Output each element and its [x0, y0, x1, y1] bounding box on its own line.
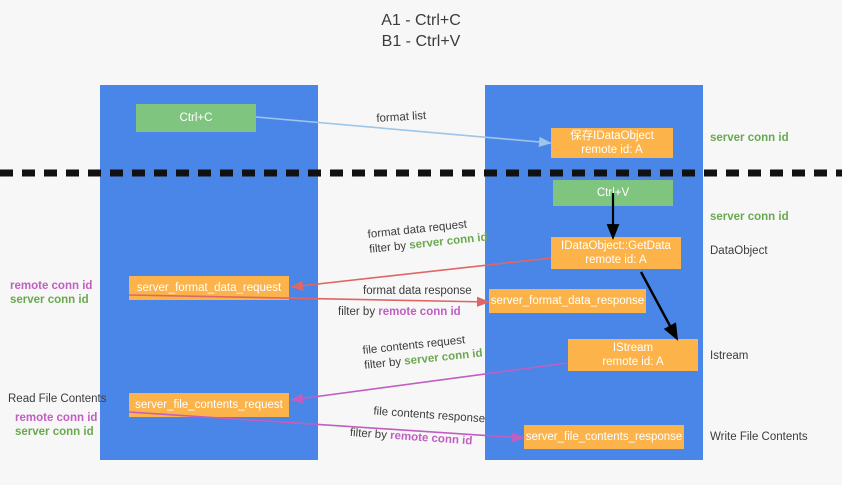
node-server-format-data-response[interactable]: server_format_data_response	[489, 289, 646, 313]
label-server-conn-id-top: server conn id	[710, 132, 789, 144]
arrow-format-data-request	[290, 257, 552, 291]
arrow-format-data-response	[128, 294, 490, 307]
label-server-conn-id-2: server conn id	[15, 426, 94, 438]
node-istream[interactable]: IStream remote id: A	[568, 339, 698, 371]
node-idataobject-getdata[interactable]: IDataObject::GetData remote id: A	[551, 237, 681, 269]
node-save-idataobject[interactable]: 保存IDataObject remote id: A	[551, 128, 673, 158]
filter-value-remote-conn-id: remote conn id	[378, 306, 461, 318]
label-remote-conn-id-1: remote conn id	[10, 280, 93, 292]
node-server-file-contents-response[interactable]: server_file_contents_response	[524, 425, 684, 449]
edge-label-format-data-response: format data response filter by remote co…	[338, 284, 472, 320]
label-server-conn-id-1: server conn id	[10, 294, 89, 306]
arrow-file-contents-response	[128, 411, 525, 443]
filter-prefix: filter by	[338, 306, 379, 318]
edge-label-format-data-response-title: format data response	[363, 285, 472, 297]
label-remote-conn-id-2: remote conn id	[15, 412, 98, 424]
edge-label-format-data-response-filter: filter by remote conn id	[338, 305, 472, 320]
arrow-getdata-to-istream	[639, 271, 679, 341]
label-istream: Istream	[710, 350, 749, 362]
label-server-conn-id-mid: server conn id	[710, 211, 789, 223]
label-read-file-contents: Read File Contents	[8, 393, 107, 405]
node-ctrl-c[interactable]: Ctrl+C	[136, 104, 256, 132]
label-write-file-contents: Write File Contents	[710, 431, 808, 443]
arrow-format-list	[255, 116, 552, 148]
arrow-file-contents-request	[290, 362, 568, 404]
diagram-title: A1 - Ctrl+C B1 - Ctrl+V	[381, 12, 461, 50]
label-dataobject: DataObject	[710, 245, 768, 257]
